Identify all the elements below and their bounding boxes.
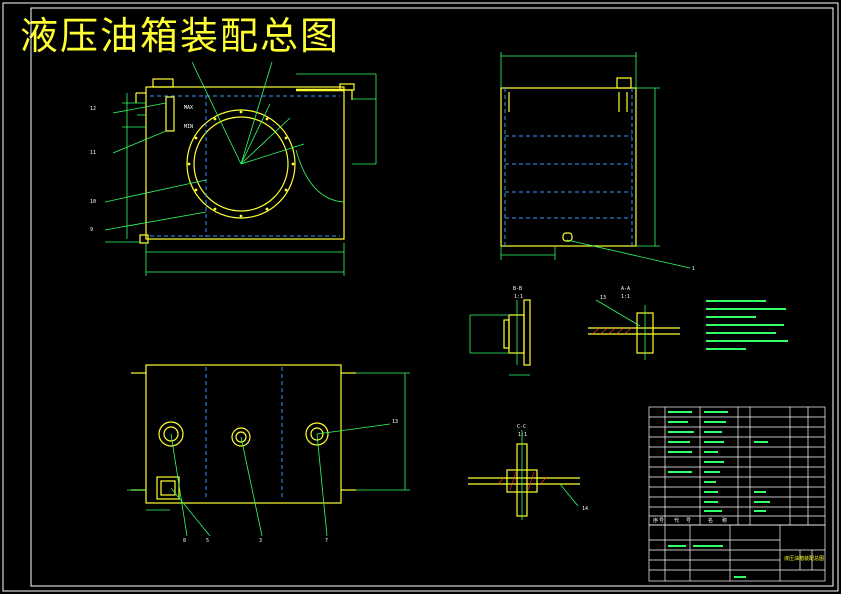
parts-list-entries — [668, 411, 770, 512]
section-aa-scale: 1:1 — [621, 294, 630, 300]
section-cc-title: C-C — [517, 424, 526, 430]
header-name2: 称 — [722, 517, 727, 524]
section-cc-scale: 1:1 — [518, 432, 527, 438]
side-view-part-numbers: 1 — [692, 266, 695, 272]
front-view-drain-plug — [139, 234, 149, 244]
parts-list — [648, 406, 826, 526]
side-view-filler-cap — [616, 77, 632, 89]
section-aa-title: A-A — [621, 286, 630, 292]
header-serial: 序 — [653, 517, 658, 524]
part-number-13-aa: 13 — [600, 295, 606, 301]
part-number-1: 1 — [692, 266, 695, 272]
section-aa-dimensions — [595, 299, 646, 360]
front-view-level-marks: MAX MIN — [184, 105, 193, 130]
section-cc-dimensions — [521, 430, 579, 520]
drawing-title: 液压油箱装配总图 — [20, 14, 341, 58]
inner-frame — [30, 7, 834, 587]
part-number-9: 9 — [90, 227, 93, 233]
section-cc-label: C-C 1:1 14 — [517, 424, 588, 512]
section-bb-flange — [523, 299, 531, 366]
front-view-filler-cap — [152, 78, 174, 88]
plan-view — [131, 364, 356, 504]
section-bb-cover — [508, 314, 525, 354]
header-no: 号 — [659, 518, 664, 524]
side-view-tank-body — [500, 87, 637, 247]
front-view-dimensions — [104, 61, 377, 276]
header-code2: 号 — [686, 518, 691, 524]
front-view-part-numbers: 12 11 10 9 — [90, 106, 96, 233]
plan-view-dimensions — [127, 372, 410, 537]
part-number-11: 11 — [90, 150, 96, 156]
section-cc-hatch — [497, 471, 547, 491]
header-name: 名 — [708, 517, 713, 524]
section-bb — [503, 299, 531, 366]
front-view-cleaning-cover-inner — [193, 116, 289, 212]
max-level-label: MAX — [184, 105, 193, 111]
section-aa-hatch — [591, 327, 633, 335]
title-block — [648, 524, 826, 582]
min-level-label: MIN — [184, 124, 193, 130]
section-aa-label: A-A 1:1 13 — [600, 286, 630, 301]
parts-list-header: 序 号 代 号 名 称 — [653, 517, 727, 524]
side-view-drain-plug — [562, 232, 573, 242]
part-number-3: 3 — [259, 538, 262, 544]
section-bb-dimensions — [469, 300, 530, 376]
title-block-fills — [668, 545, 746, 578]
section-bb-label: B-B 1:1 — [513, 286, 523, 300]
front-view-cleaning-cover-outer — [186, 109, 296, 219]
part-number-12: 12 — [90, 106, 96, 112]
part-number-8: 8 — [183, 538, 186, 544]
front-view-tank-body — [145, 86, 345, 240]
front-view-hidden-lines — [150, 95, 340, 237]
plan-view-port-1 — [158, 421, 184, 447]
part-number-7: 7 — [325, 538, 328, 544]
section-cc — [468, 443, 580, 517]
side-view-hidden-lines — [504, 88, 633, 246]
part-number-10: 10 — [90, 199, 96, 205]
title-block-drawing-name: 液压油箱装配总图 — [784, 555, 824, 562]
section-bb-scale: 1:1 — [514, 294, 523, 300]
side-view — [500, 77, 637, 247]
front-view — [135, 78, 355, 244]
plan-view-tank-body — [145, 364, 342, 504]
plan-view-port-2 — [231, 427, 251, 447]
technical-notes — [706, 300, 788, 350]
plan-view-drain-fitting — [156, 476, 180, 500]
front-view-cover-bolts — [187, 110, 295, 218]
part-number-5: 5 — [206, 538, 209, 544]
plan-view-port-3 — [305, 422, 329, 446]
part-number-14: 14 — [582, 506, 588, 512]
front-view-level-gauge — [165, 96, 175, 132]
side-view-dimensions — [500, 52, 691, 269]
plan-view-part-numbers: 13 8 5 3 7 — [183, 419, 398, 544]
header-code: 代 — [674, 517, 679, 524]
plan-view-hidden-lines — [205, 367, 283, 500]
part-number-13: 13 — [392, 419, 398, 425]
section-bb-title: B-B — [513, 286, 522, 292]
